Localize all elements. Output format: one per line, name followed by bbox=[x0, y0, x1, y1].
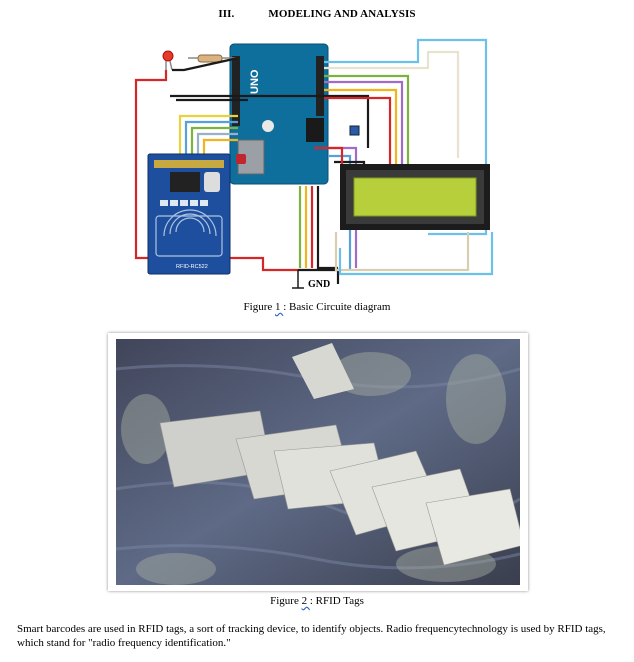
rfid-tags-photo-frame bbox=[108, 333, 528, 591]
body-paragraph: Smart barcodes are used in RFID tags, a … bbox=[17, 623, 606, 649]
figure-2-caption-prefix: Figure bbox=[270, 595, 302, 607]
circuit-diagram: UNO bbox=[134, 38, 494, 290]
rfid-module-label: RFID-RC522 bbox=[176, 264, 208, 270]
section-number: III. bbox=[218, 8, 235, 20]
figure-1-caption-prefix: Figure bbox=[243, 301, 275, 313]
gnd-label: GND bbox=[308, 279, 330, 290]
figure-1-caption-number: 1 bbox=[275, 301, 284, 313]
figure-1-caption: Figure 1 : Basic Circuite diagram bbox=[0, 301, 634, 313]
lcd-screen bbox=[353, 177, 477, 217]
section-heading: III. MODELING AND ANALYSIS bbox=[0, 8, 634, 20]
figure-2-caption-number: 2 bbox=[301, 595, 310, 607]
resistor bbox=[197, 54, 223, 63]
figure-1-caption-text: : Basic Circuite diagram bbox=[283, 301, 391, 313]
section-title: MODELING AND ANALYSIS bbox=[268, 8, 416, 20]
figure-2-caption: Figure 2 : RFID Tags bbox=[0, 595, 634, 607]
arduino-label: UNO bbox=[249, 69, 261, 94]
rfid-tags-photo bbox=[116, 339, 520, 585]
figure-2-caption-text: : RFID Tags bbox=[309, 595, 364, 607]
led bbox=[162, 50, 174, 62]
